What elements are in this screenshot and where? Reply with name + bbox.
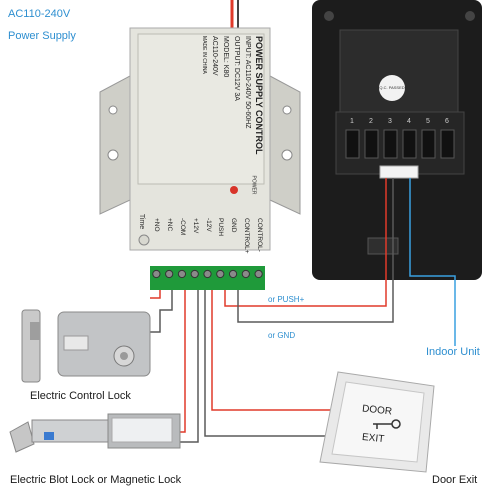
electric-bolt-lock-label: Electric Blot Lock or Magnetic Lock [10, 474, 182, 486]
time-knob[interactable] [138, 234, 150, 246]
terminal-label: PUSH [217, 218, 225, 237]
terminal-screw[interactable] [216, 269, 225, 279]
indoor-slot [364, 129, 379, 159]
electric-bolt-lock [9, 413, 181, 453]
slot-number: 1 [350, 118, 354, 125]
qc-sticker-text: Q.C. PASSED [379, 85, 405, 90]
power-supply-unit [99, 27, 301, 251]
indoor-unit-label: Indoor Unit [426, 346, 480, 358]
psu-label-block: POWER SUPPLY CONTROL INPUT: AC110-240V 5… [144, 36, 264, 186]
electric-control-lock-label: Electric Control Lock [30, 390, 131, 402]
terminal-screw[interactable] [241, 269, 250, 279]
terminal-screw[interactable] [177, 269, 187, 279]
slot-number: 6 [445, 118, 449, 125]
psu-made-in: MADE IN CHINA [201, 36, 207, 74]
terminal-screw[interactable] [152, 269, 161, 279]
slot-number: 3 [388, 118, 392, 125]
psu-output: OUTPUT: DC12V 3A [233, 36, 240, 101]
indoor-slot [383, 129, 398, 159]
psu-ac: AC110-240V [211, 36, 218, 76]
indoor-slot [440, 129, 455, 159]
terminal-label: GND [230, 218, 238, 233]
terminal-label: CONTROL+ [242, 218, 250, 254]
wire-gnd-label: or GND [268, 331, 296, 340]
terminal-label: -12V [204, 218, 212, 232]
electric-control-lock [21, 309, 151, 383]
indoor-slot [421, 129, 436, 159]
terminal-screw[interactable] [190, 269, 199, 279]
slot-number: 5 [426, 118, 430, 125]
terminal-screw[interactable] [165, 269, 174, 279]
terminal-label: +NO [153, 218, 161, 232]
terminal-label: -COM [178, 218, 186, 236]
indoor-slots [345, 129, 455, 159]
power-supply-title-label: Power Supply [8, 30, 76, 42]
psu-input: INPUT: AC110-240V 50-60HZ [244, 36, 251, 129]
connector-plug [379, 165, 419, 179]
key-icon [373, 419, 401, 429]
exit-button-exit-text: EXIT [361, 431, 385, 446]
terminal-screw[interactable] [228, 269, 238, 279]
terminal-label: CONTROL- [255, 218, 263, 252]
wire-push-label: or PUSH+ [268, 295, 305, 304]
terminal-screw[interactable] [203, 269, 212, 279]
qc-sticker [379, 75, 405, 101]
terminal-label: +12V [191, 218, 199, 234]
indoor-slot [402, 129, 417, 159]
power-led [230, 186, 238, 194]
psu-power-text: POWER [250, 175, 257, 195]
slot-number: 2 [369, 118, 373, 125]
psu-model: MODEL: K80 [222, 36, 229, 78]
door-exit-button[interactable] [319, 371, 435, 473]
psu-title: POWER SUPPLY CONTROL [254, 36, 264, 155]
slot-number: 4 [407, 118, 411, 125]
psu-time-text: Time [138, 213, 146, 230]
terminal-label: +NC [166, 218, 174, 232]
door-exit-label: Door Exit [432, 474, 478, 486]
indoor-slot [345, 129, 360, 159]
terminal-block [150, 266, 265, 290]
power-supply-voltage-label: AC110-240V [8, 8, 71, 20]
terminal-screw[interactable] [254, 269, 263, 279]
